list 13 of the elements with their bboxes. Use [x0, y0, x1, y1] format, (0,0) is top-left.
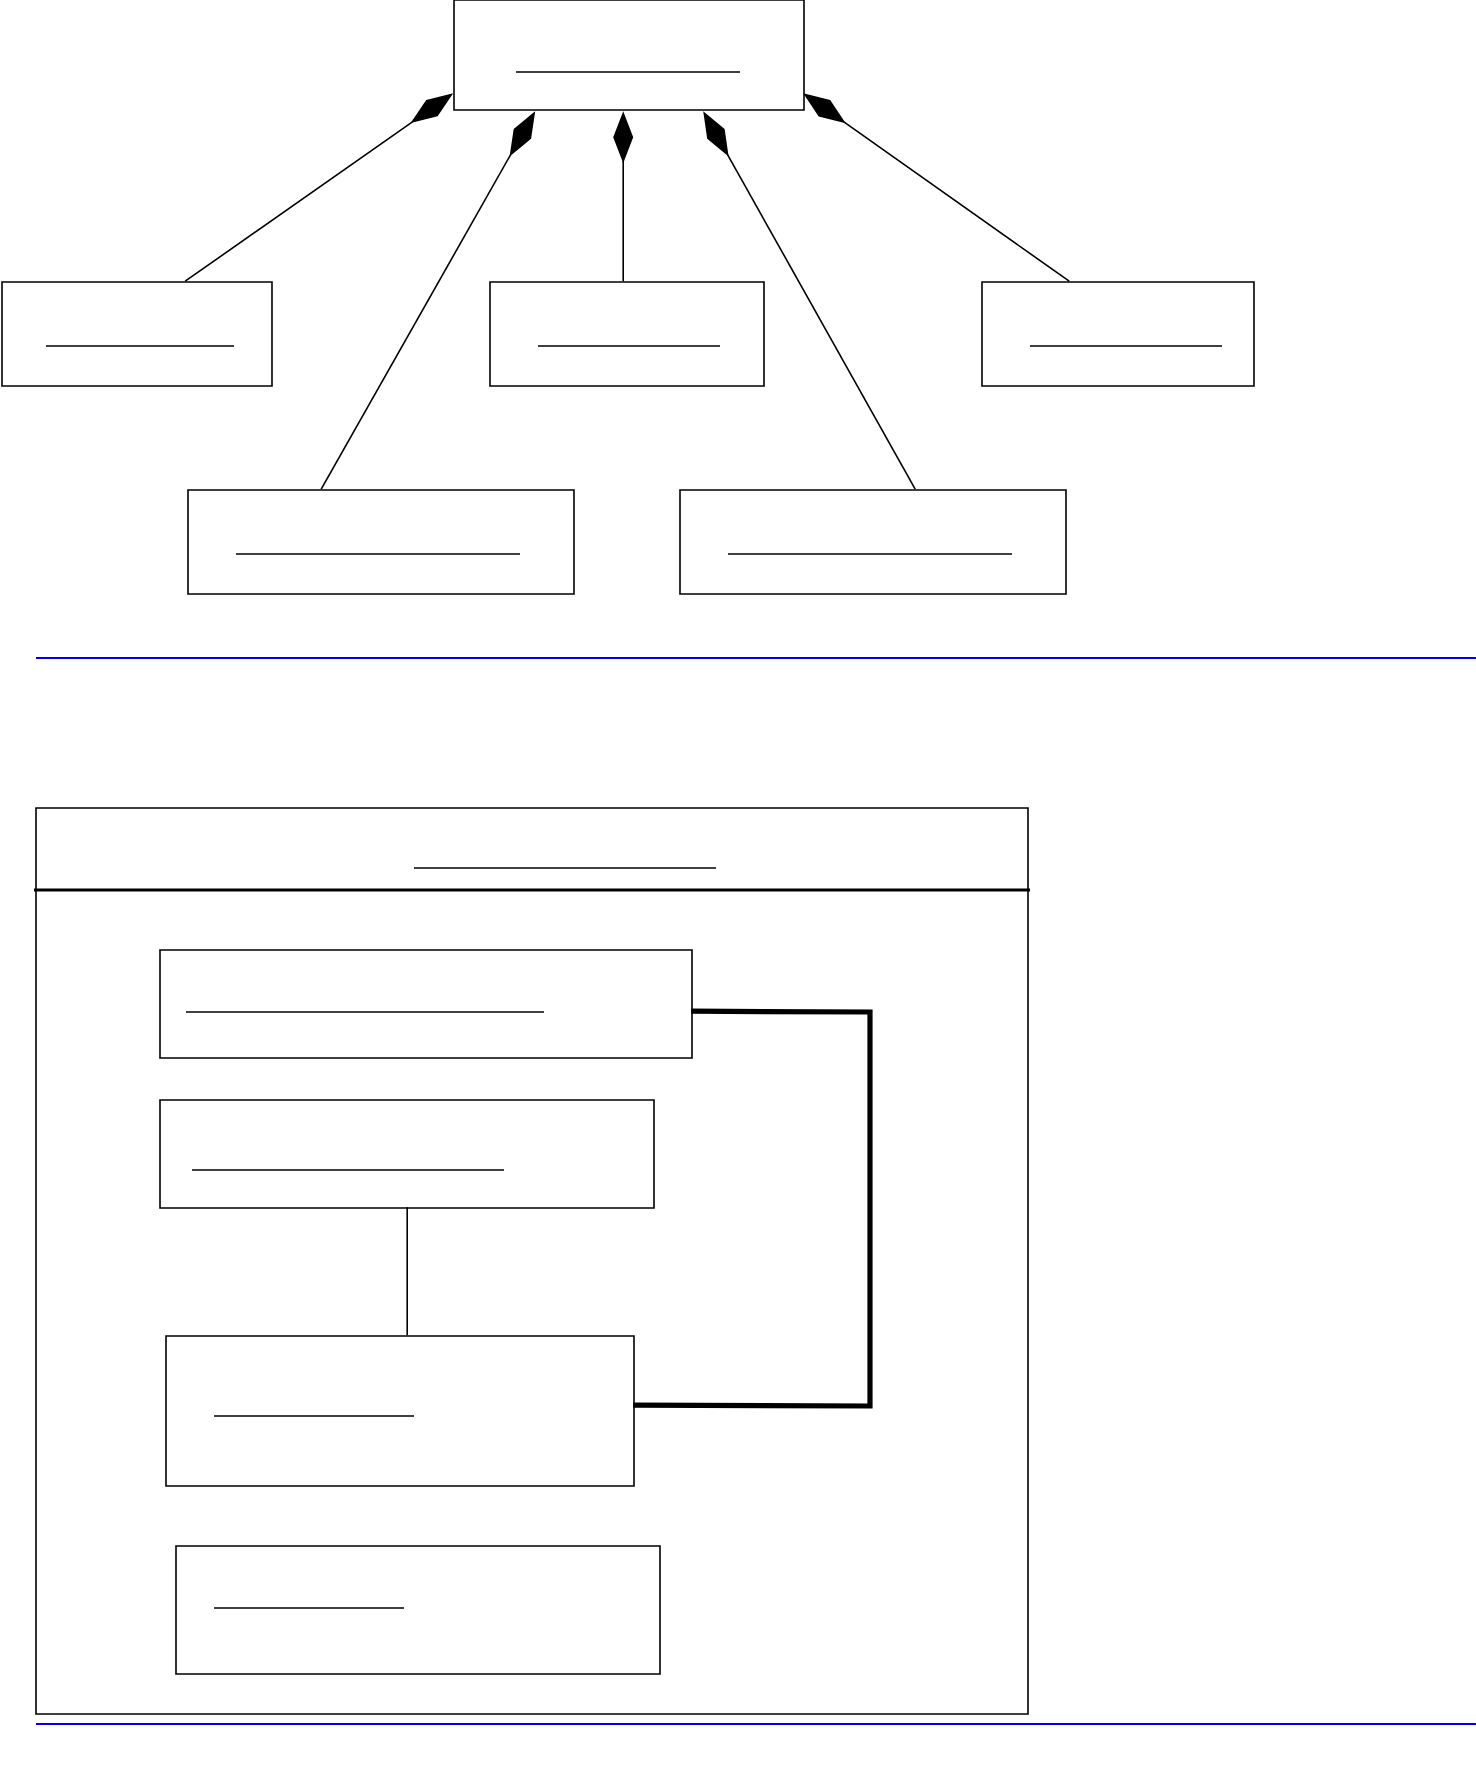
class-box — [159, 1099, 655, 1209]
class-box — [981, 281, 1255, 387]
package-box — [34, 807, 1030, 1715]
connector-line — [633, 1008, 873, 1409]
class-box — [1, 281, 273, 387]
connector-line — [406, 1206, 408, 1336]
class-box — [187, 489, 575, 595]
class-box — [159, 949, 693, 1059]
class-box — [165, 1335, 635, 1487]
class-box — [679, 489, 1067, 595]
class-box — [489, 281, 765, 387]
class-box — [175, 1545, 661, 1675]
class-box — [453, 0, 805, 111]
